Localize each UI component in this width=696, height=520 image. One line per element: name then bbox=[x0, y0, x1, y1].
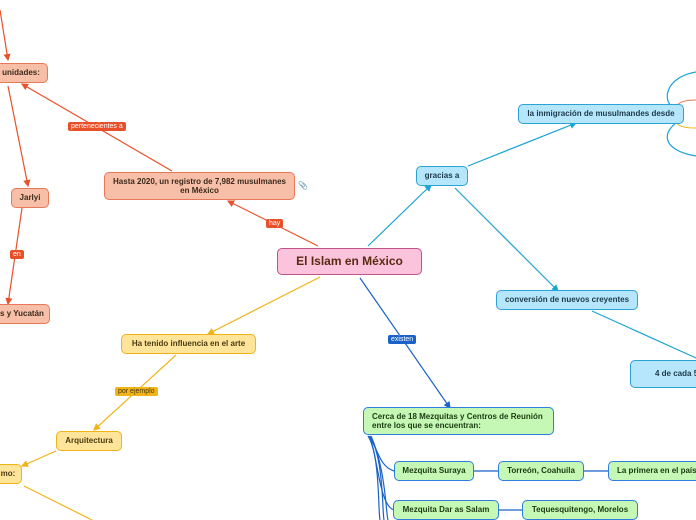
node-registro[interactable]: Hasta 2020, un registro de 7,982 musulma… bbox=[104, 172, 295, 200]
node-jarlyi[interactable]: Jarlyi bbox=[11, 188, 49, 208]
node-influencia-arte[interactable]: Ha tenido influencia en el arte bbox=[121, 334, 256, 354]
node-inmigracion[interactable]: la inmigración de musulmandes desde bbox=[518, 104, 684, 124]
link-icon[interactable]: 📎 bbox=[298, 181, 308, 190]
node-mezquitas[interactable]: Cerca de 18 Mezquitas y Centros de Reuni… bbox=[363, 407, 554, 435]
node-torreon[interactable]: Torreón, Coahuila bbox=[498, 461, 584, 481]
node-yucatan[interactable]: s y Yucatán bbox=[0, 304, 50, 324]
node-mezquita-suraya[interactable]: Mezquita Suraya bbox=[394, 461, 474, 481]
tag-existen: existen bbox=[388, 335, 417, 344]
tag-por-ejemplo: por ejemplo bbox=[115, 387, 158, 396]
center-topic[interactable]: El Islam en México bbox=[277, 248, 422, 275]
node-mezquita-dar-as-salam[interactable]: Mezquita Dar as Salam bbox=[393, 500, 499, 520]
node-comunidades[interactable]: unidades: bbox=[0, 63, 48, 83]
tag-pertenecientes-a: pertenecientes a bbox=[68, 122, 126, 131]
node-conversion[interactable]: conversión de nuevos creyentes bbox=[496, 290, 638, 310]
node-primera-pais[interactable]: La primera en el país bbox=[608, 461, 696, 481]
tag-en: en bbox=[10, 250, 24, 259]
tag-hay: hay bbox=[266, 219, 284, 228]
node-como[interactable]: mo: bbox=[0, 464, 22, 484]
node-cuatro-de-cada[interactable]: 4 de cada 5 bbox=[630, 360, 696, 388]
node-tequesquitengo[interactable]: Tequesquitengo, Morelos bbox=[522, 500, 638, 520]
node-gracias-a[interactable]: gracias a bbox=[416, 166, 468, 186]
node-arquitectura[interactable]: Arquitectura bbox=[56, 431, 122, 451]
